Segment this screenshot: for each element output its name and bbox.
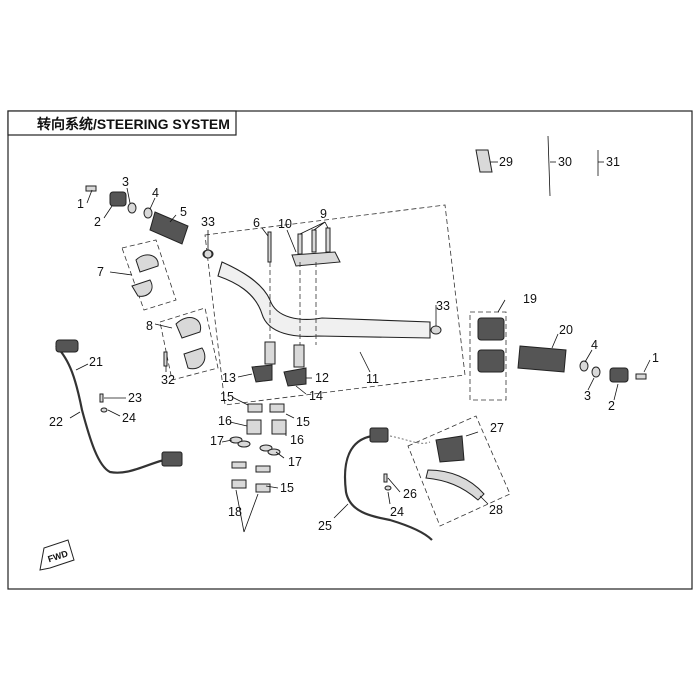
callout-27: 27 <box>490 421 504 435</box>
clamp-bolt-3 <box>325 227 331 253</box>
lower-clamp-left <box>251 364 273 383</box>
screw-26 <box>383 473 388 483</box>
callout-15-b: 15 <box>296 415 310 429</box>
callout-1-right: 1 <box>652 351 659 365</box>
switch-group-19-outline <box>469 311 507 401</box>
clamp-stud-left <box>264 341 276 365</box>
bar-end-plug-right <box>430 325 442 335</box>
callout-18: 18 <box>228 505 242 519</box>
collar-4-left <box>143 207 153 219</box>
title-box <box>7 110 237 136</box>
screw-32 <box>163 351 168 367</box>
switch-housing-8-upper <box>175 317 202 339</box>
callout-24-right: 24 <box>390 505 404 519</box>
cable-25-connector <box>369 427 389 443</box>
cable-22 <box>55 345 173 474</box>
callout-22: 22 <box>49 415 63 429</box>
callout-3-left: 3 <box>122 175 129 189</box>
callout-3-right: 3 <box>584 389 591 403</box>
weight-2-right <box>609 367 629 383</box>
lower-clamp-right <box>283 367 307 387</box>
callout-29: 29 <box>499 155 513 169</box>
lever-group-27-outline <box>407 415 511 527</box>
switch-group-8-outline <box>159 307 219 381</box>
switch-housing-8-lower <box>183 347 206 370</box>
screw-23 <box>99 393 104 403</box>
collar-4-right <box>579 360 589 372</box>
callout-30: 30 <box>558 155 572 169</box>
callout-9: 9 <box>320 207 327 221</box>
grip-5-left <box>149 211 189 245</box>
upper-clamp <box>291 251 341 267</box>
bolt-1-right <box>635 373 647 380</box>
callout-2-left: 2 <box>94 215 101 229</box>
brake-lever-28 <box>425 469 485 501</box>
washer-24-right <box>384 485 392 491</box>
washer-24-left <box>100 407 108 413</box>
master-cylinder-27 <box>435 435 465 463</box>
callout-13: 13 <box>222 371 236 385</box>
callout-25: 25 <box>318 519 332 533</box>
callout-21: 21 <box>89 355 103 369</box>
callout-4-right: 4 <box>591 338 598 352</box>
spacer-stack-right <box>255 403 287 493</box>
rod-30 <box>547 135 551 197</box>
washer-3-right <box>591 366 601 378</box>
switch-housing-19-lower <box>477 349 505 373</box>
callout-5-left: 5 <box>180 205 187 219</box>
callout-31: 31 <box>606 155 620 169</box>
clamp-bolt-2 <box>311 229 317 253</box>
grip-20-right <box>517 345 567 373</box>
callout-1-left: 1 <box>77 197 84 211</box>
callout-17-a: 17 <box>210 434 224 448</box>
callout-15-a: 15 <box>220 390 234 404</box>
pin-6 <box>267 231 272 263</box>
callout-19: 19 <box>523 292 537 306</box>
switch-housing-7-upper <box>135 254 159 273</box>
diagram-title: 转向系统/STEERING SYSTEM <box>37 116 230 132</box>
callout-4-left: 4 <box>152 186 159 200</box>
callout-7: 7 <box>97 265 104 279</box>
callout-33-left: 33 <box>201 215 215 229</box>
callout-33-right: 33 <box>436 299 450 313</box>
callout-15-c: 15 <box>280 481 294 495</box>
callout-14: 14 <box>309 389 323 403</box>
bolt-1-left <box>85 185 97 192</box>
callout-11: 11 <box>366 372 379 386</box>
callout-6: 6 <box>253 216 260 230</box>
washer-3-left <box>127 202 137 214</box>
switch-housing-7-lower <box>131 279 153 297</box>
switch-housing-19-upper <box>477 317 505 341</box>
callout-17-b: 17 <box>288 455 302 469</box>
bracket-29 <box>475 149 493 173</box>
diagram-frame <box>7 110 693 590</box>
callout-23: 23 <box>128 391 142 405</box>
handlebar-group-outline <box>204 204 466 406</box>
bolt-axis-lines <box>269 262 317 350</box>
callout-16-a: 16 <box>218 414 232 428</box>
weight-2-left <box>109 191 127 207</box>
cable-22-end <box>161 451 183 467</box>
callout-28: 28 <box>489 503 503 517</box>
callout-16-b: 16 <box>290 433 304 447</box>
clamp-stud-right <box>293 344 305 368</box>
callout-10: 10 <box>278 217 292 231</box>
clamp-bolt-1 <box>297 233 303 255</box>
callout-26: 26 <box>403 487 417 501</box>
cable-22-connector <box>55 339 79 353</box>
callout-8: 8 <box>146 319 153 333</box>
callout-24-left: 24 <box>122 411 136 425</box>
callout-2-right: 2 <box>608 399 615 413</box>
spacer-stack-left <box>229 403 263 489</box>
callout-32: 32 <box>161 373 175 387</box>
callout-20: 20 <box>559 323 573 337</box>
cable-25 <box>344 434 433 541</box>
plug-33-left <box>203 249 213 259</box>
fwd-arrow-badge: FWD <box>39 539 75 571</box>
handlebar <box>217 261 431 339</box>
callout-12: 12 <box>315 371 329 385</box>
callouts: 1 2 3 4 5 33 6 10 9 7 8 32 13 12 14 11 1… <box>49 155 659 533</box>
cable-25-wire <box>389 435 431 444</box>
